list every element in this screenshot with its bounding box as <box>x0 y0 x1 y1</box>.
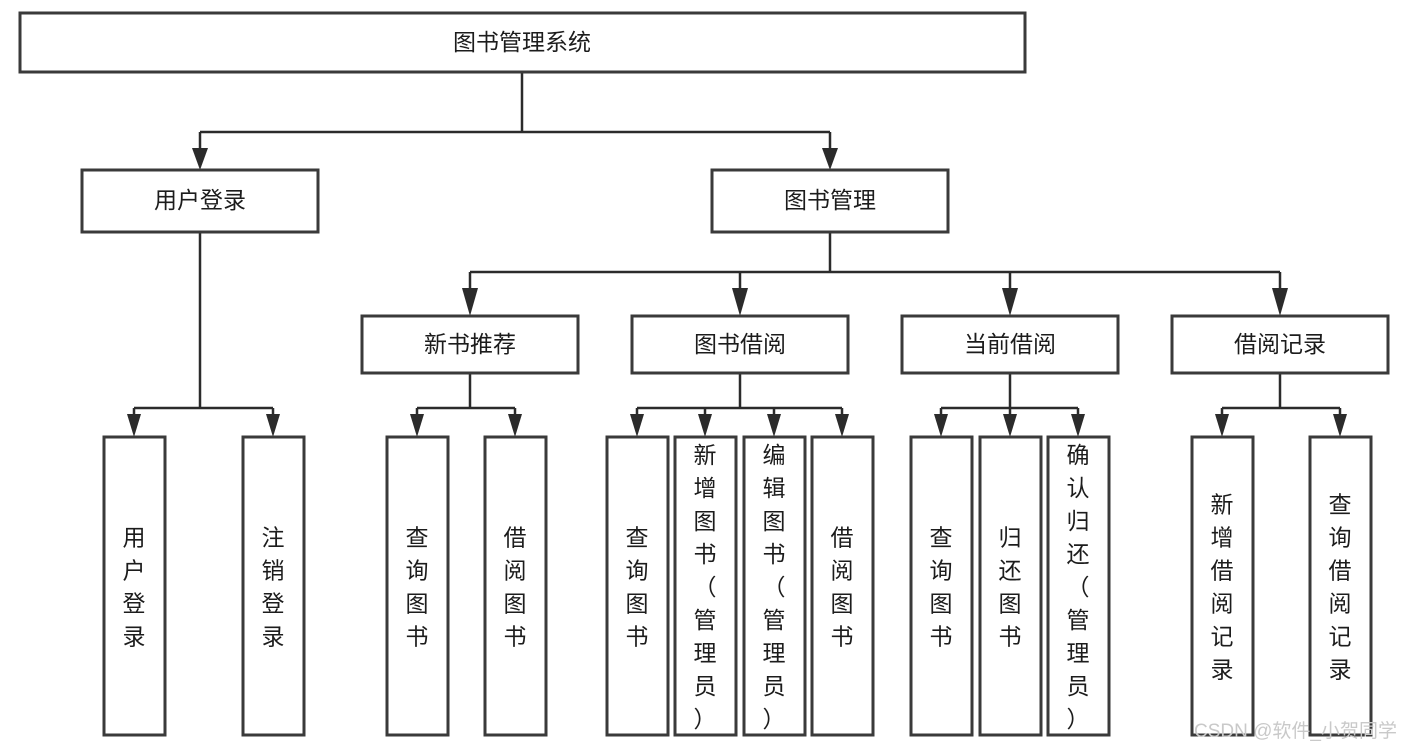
arrowhead-book-management <box>822 148 838 170</box>
arrowhead-leaf-user-login <box>127 414 141 437</box>
node-root[interactable]: 图书管理系统 <box>18 11 1027 74</box>
leaf-add-record-label: 新增借阅记录 <box>1211 492 1234 683</box>
node-book-borrow-label: 图书借阅 <box>694 331 786 357</box>
arrowhead-leaf-query-record <box>1333 414 1347 437</box>
leaf-return-book[interactable]: 归还图书 <box>978 435 1043 737</box>
leaf-query-book-3-label: 查询图书 <box>930 525 953 650</box>
node-new-book-recommend-label: 新书推荐 <box>424 331 516 357</box>
csdn-watermark: CSDN @软件_小贺同学 <box>1194 721 1397 742</box>
arrowhead-leaf-borrow-book-2 <box>835 414 849 437</box>
leaf-query-record-label: 查询借阅记录 <box>1329 492 1352 683</box>
leaf-user-logout-label: 注销登录 <box>262 525 285 650</box>
leaf-query-book-1-box[interactable] <box>385 435 450 737</box>
leaf-query-book-3-box[interactable] <box>909 435 974 737</box>
leaf-confirm-return[interactable]: 确认归还（管理员） <box>1046 435 1111 737</box>
node-book-management-box[interactable] <box>710 168 950 234</box>
arrowhead-leaf-user-logout <box>266 414 280 437</box>
node-user-login-label: 用户登录 <box>154 187 246 213</box>
leaf-borrow-book-1[interactable]: 借阅图书 <box>483 435 548 737</box>
leaf-user-login-box[interactable] <box>102 435 167 737</box>
leaf-borrow-book-2-box[interactable] <box>810 435 875 737</box>
arrowhead-leaf-confirm-return <box>1071 414 1085 437</box>
node-current-borrow[interactable]: 当前借阅 <box>900 314 1120 375</box>
leaf-edit-book-box[interactable] <box>742 435 807 737</box>
leaf-edit-book-label: 编辑图书（管理员） <box>763 442 786 732</box>
leaf-user-logout-box[interactable] <box>241 435 306 737</box>
leaf-borrow-book-1-label: 借阅图书 <box>504 525 527 650</box>
leaf-user-logout[interactable]: 注销登录 <box>241 435 306 737</box>
arrowhead-leaf-query-book-2 <box>630 414 644 437</box>
node-current-borrow-label: 当前借阅 <box>964 331 1056 357</box>
node-current-borrow-box[interactable] <box>900 314 1120 375</box>
leaf-query-book-2[interactable]: 查询图书 <box>605 435 670 737</box>
leaf-query-book-2-box[interactable] <box>605 435 670 737</box>
leaf-add-book-box[interactable] <box>673 435 738 737</box>
leaf-query-record-box[interactable] <box>1308 435 1373 737</box>
arrowhead-user-login <box>192 148 208 170</box>
leaf-return-book-label: 归还图书 <box>999 525 1022 650</box>
leaf-borrow-book-2[interactable]: 借阅图书 <box>810 435 875 737</box>
arrowhead-new-book-recommend <box>462 288 478 316</box>
node-user-login-box[interactable] <box>80 168 320 234</box>
leaf-user-login-label: 用户登录 <box>123 525 146 650</box>
arrowhead-borrow-record <box>1272 288 1288 316</box>
leaf-confirm-return-box[interactable] <box>1046 435 1111 737</box>
leaf-query-book-3[interactable]: 查询图书 <box>909 435 974 737</box>
leaf-query-book-1[interactable]: 查询图书 <box>385 435 450 737</box>
leaf-query-book-1-label: 查询图书 <box>406 525 429 650</box>
node-root-box[interactable] <box>18 11 1027 74</box>
connector-layer <box>127 72 1347 437</box>
leaf-add-record[interactable]: 新增借阅记录 <box>1190 435 1255 737</box>
leaf-edit-book[interactable]: 编辑图书（管理员） <box>742 435 807 737</box>
node-new-book-recommend-box[interactable] <box>360 314 580 375</box>
arrowhead-leaf-borrow-book-1 <box>508 414 522 437</box>
arrowhead-current-borrow <box>1002 288 1018 316</box>
node-root-label: 图书管理系统 <box>453 29 591 55</box>
arrowhead-leaf-return-book <box>1003 414 1017 437</box>
arrowhead-leaf-query-book-3 <box>934 414 948 437</box>
node-borrow-record[interactable]: 借阅记录 <box>1170 314 1390 375</box>
arrowhead-leaf-query-book-1 <box>410 414 424 437</box>
arrowhead-book-borrow <box>732 288 748 316</box>
node-user-login[interactable]: 用户登录 <box>80 168 320 234</box>
node-new-book-recommend[interactable]: 新书推荐 <box>360 314 580 375</box>
arrowhead-leaf-edit-book <box>767 414 781 437</box>
leaf-borrow-book-1-box[interactable] <box>483 435 548 737</box>
leaf-query-record[interactable]: 查询借阅记录 <box>1308 435 1373 737</box>
leaf-borrow-book-2-label: 借阅图书 <box>831 525 854 650</box>
node-book-borrow[interactable]: 图书借阅 <box>630 314 850 375</box>
leaf-confirm-return-label: 确认归还（管理员） <box>1067 442 1090 732</box>
arrowhead-leaf-add-book <box>698 414 712 437</box>
node-borrow-record-label: 借阅记录 <box>1234 331 1326 357</box>
leaf-query-book-2-label: 查询图书 <box>626 525 649 650</box>
leaf-add-record-box[interactable] <box>1190 435 1255 737</box>
arrowhead-leaf-add-record <box>1215 414 1229 437</box>
leaf-add-book[interactable]: 新增图书（管理员） <box>673 435 738 737</box>
node-book-borrow-box[interactable] <box>630 314 850 375</box>
node-book-management-label: 图书管理 <box>784 187 876 213</box>
node-borrow-record-box[interactable] <box>1170 314 1390 375</box>
node-book-management[interactable]: 图书管理 <box>710 168 950 234</box>
leaf-add-book-label: 新增图书（管理员） <box>694 442 717 732</box>
leaf-return-book-box[interactable] <box>978 435 1043 737</box>
leaf-user-login[interactable]: 用户登录 <box>102 435 167 737</box>
